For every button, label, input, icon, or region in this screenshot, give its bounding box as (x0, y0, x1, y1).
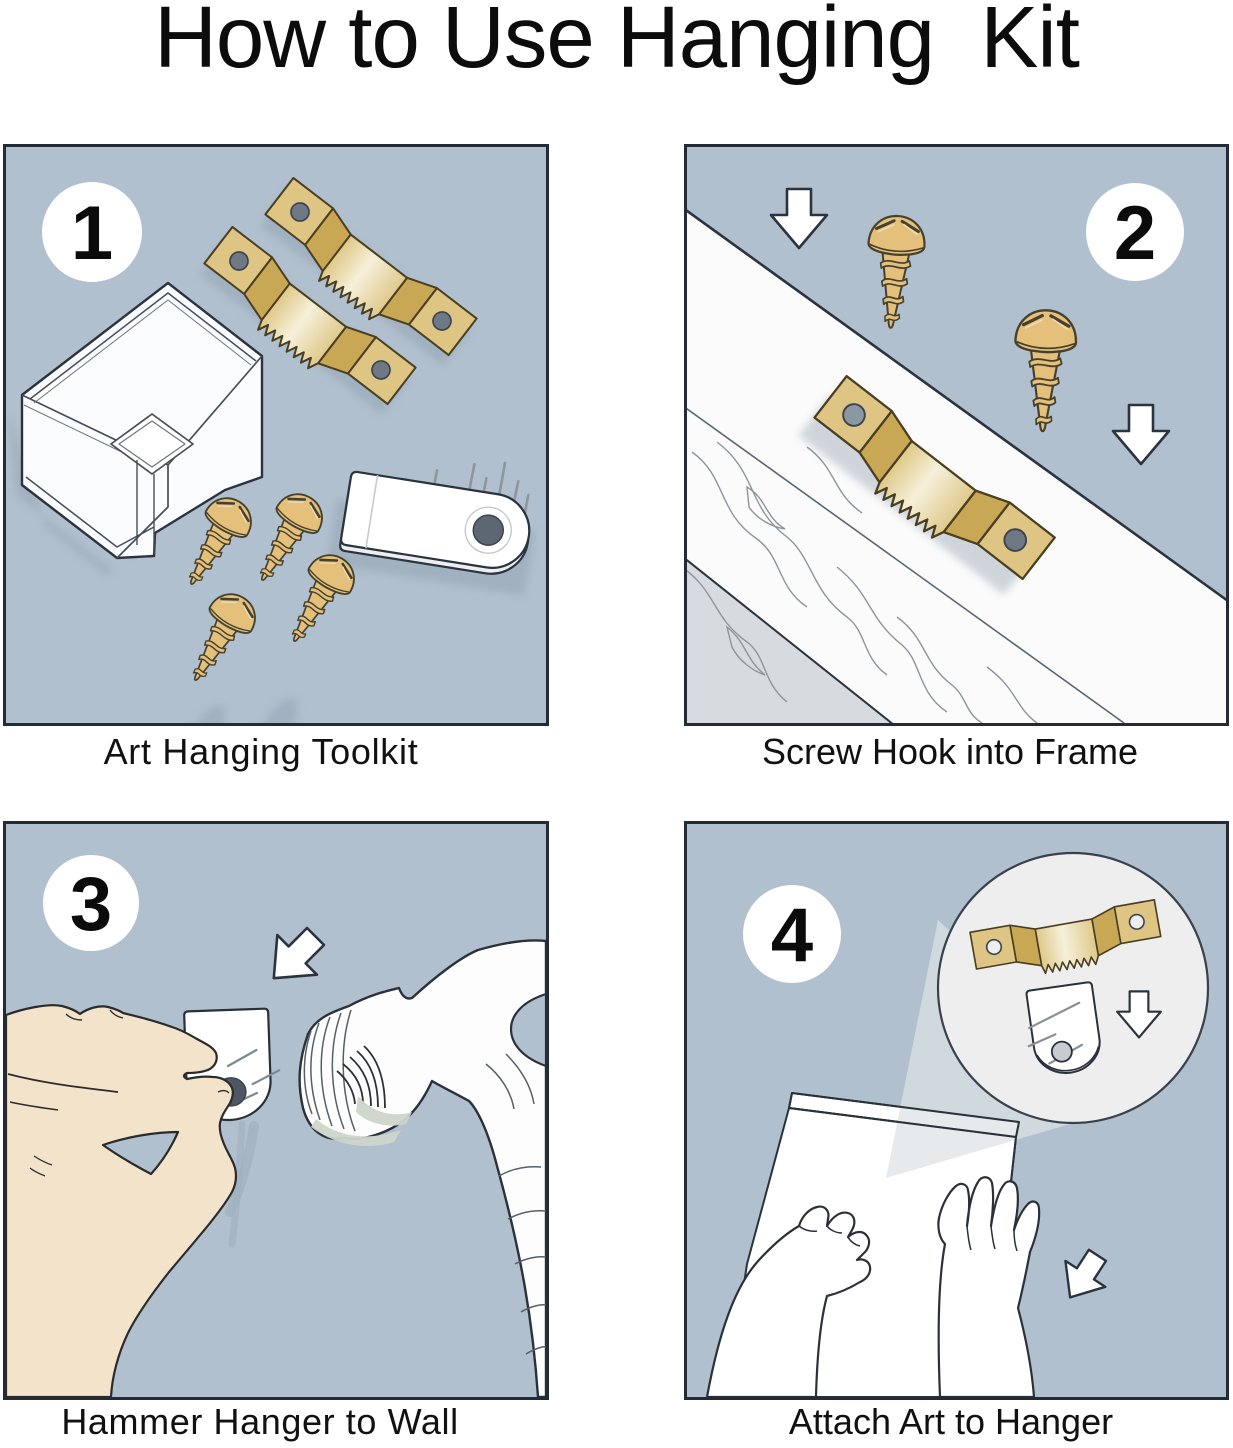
svg-text:2: 2 (1114, 191, 1156, 276)
svg-text:4: 4 (771, 893, 813, 978)
svg-text:3: 3 (70, 862, 112, 947)
svg-text:1: 1 (71, 191, 113, 276)
